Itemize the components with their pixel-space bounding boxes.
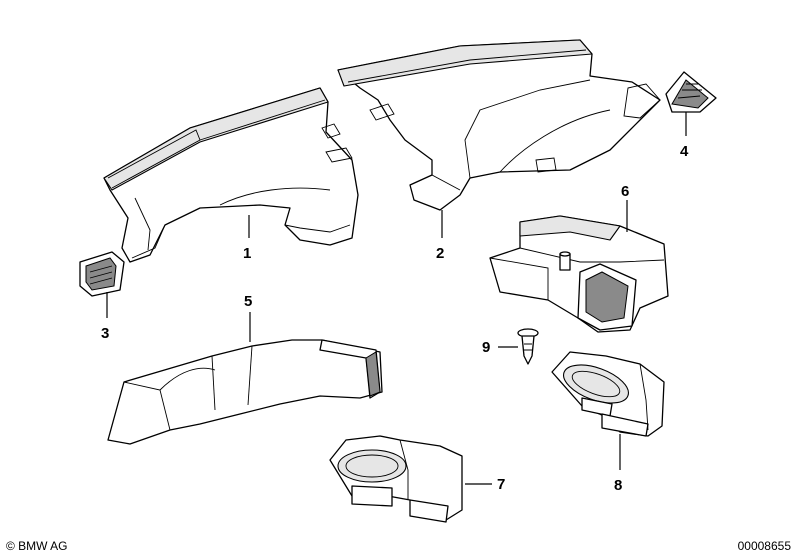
callout-6: 6 xyxy=(621,183,629,200)
callout-3: 3 xyxy=(101,325,109,342)
callout-7: 7 xyxy=(497,476,505,493)
copyright-label: © BMW AG xyxy=(6,539,68,553)
part-2-right-air-duct[interactable] xyxy=(337,39,661,211)
callout-4: 4 xyxy=(680,143,689,160)
document-number: 00008655 xyxy=(737,539,791,553)
leader-lines xyxy=(106,112,687,485)
part-6-rear-duct[interactable] xyxy=(489,215,669,333)
callout-9: 9 xyxy=(482,339,490,356)
callout-2: 2 xyxy=(436,245,444,262)
part-3-left-vent[interactable] xyxy=(79,251,125,297)
callout-8: 8 xyxy=(614,477,622,494)
callout-labels: 1 2 3 4 5 6 7 8 9 xyxy=(101,143,689,494)
part-8-elbow-duct[interactable] xyxy=(551,351,665,437)
part-5-floor-duct[interactable] xyxy=(107,339,383,445)
callout-1: 1 xyxy=(243,245,251,262)
part-7-elbow-duct[interactable] xyxy=(329,435,463,523)
part-9-clip[interactable] xyxy=(517,328,539,365)
part-4-right-vent[interactable] xyxy=(665,71,717,113)
part-1-left-air-duct[interactable] xyxy=(103,87,359,263)
callout-5: 5 xyxy=(244,293,252,310)
